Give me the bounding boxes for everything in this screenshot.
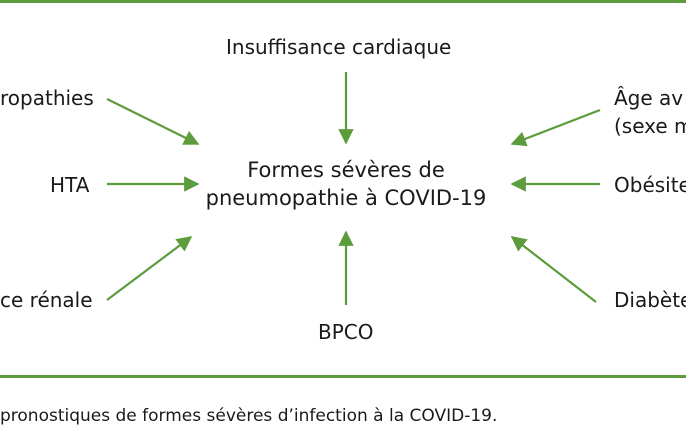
factor-age-line2: (sexe m xyxy=(614,114,686,138)
center-line-2: pneumopathie à COVID-19 xyxy=(205,186,487,210)
arrow-right-top xyxy=(510,108,601,147)
center-line-1: Formes sévères de xyxy=(247,158,445,182)
figure-caption: pronostiques de formes sévères d’infecti… xyxy=(0,406,498,426)
bottom-rule xyxy=(0,375,686,378)
factor-insuffisance-renale: ce rénale xyxy=(0,288,93,312)
arrow-left-bottom xyxy=(106,236,193,301)
factor-bpco: BPCO xyxy=(318,320,374,344)
factor-hta: HTA xyxy=(50,173,90,197)
arrow-right-bottom xyxy=(510,236,597,303)
factor-age-line1: Âge av xyxy=(614,86,684,110)
factor-diabete: Diabète xyxy=(614,288,686,312)
factor-insuffisance-cardiaque: Insuffisance cardiaque xyxy=(226,35,452,59)
factor-cardiopathies: ropathies xyxy=(0,86,94,110)
arrow-left-top xyxy=(106,98,200,145)
factor-obesite: Obésite xyxy=(614,173,686,197)
top-rule xyxy=(0,0,686,3)
center-outcome: Formes sévères de pneumopathie à COVID-1… xyxy=(196,156,496,212)
